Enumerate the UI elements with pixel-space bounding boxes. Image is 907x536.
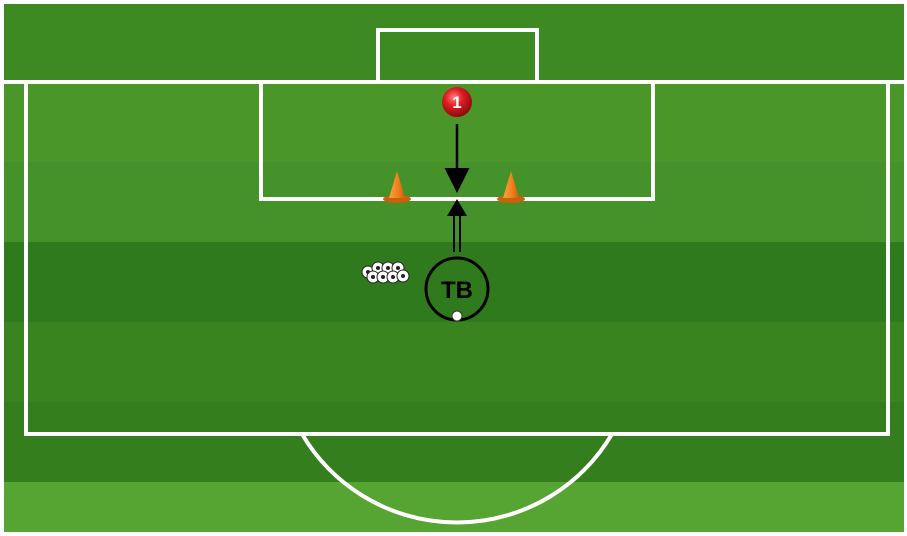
player-number: 1 [452,93,461,112]
station-label: TB [441,277,473,304]
ball-icon [397,270,409,282]
player-marker-icon: 1 [442,87,472,117]
ball-icon [452,311,462,321]
